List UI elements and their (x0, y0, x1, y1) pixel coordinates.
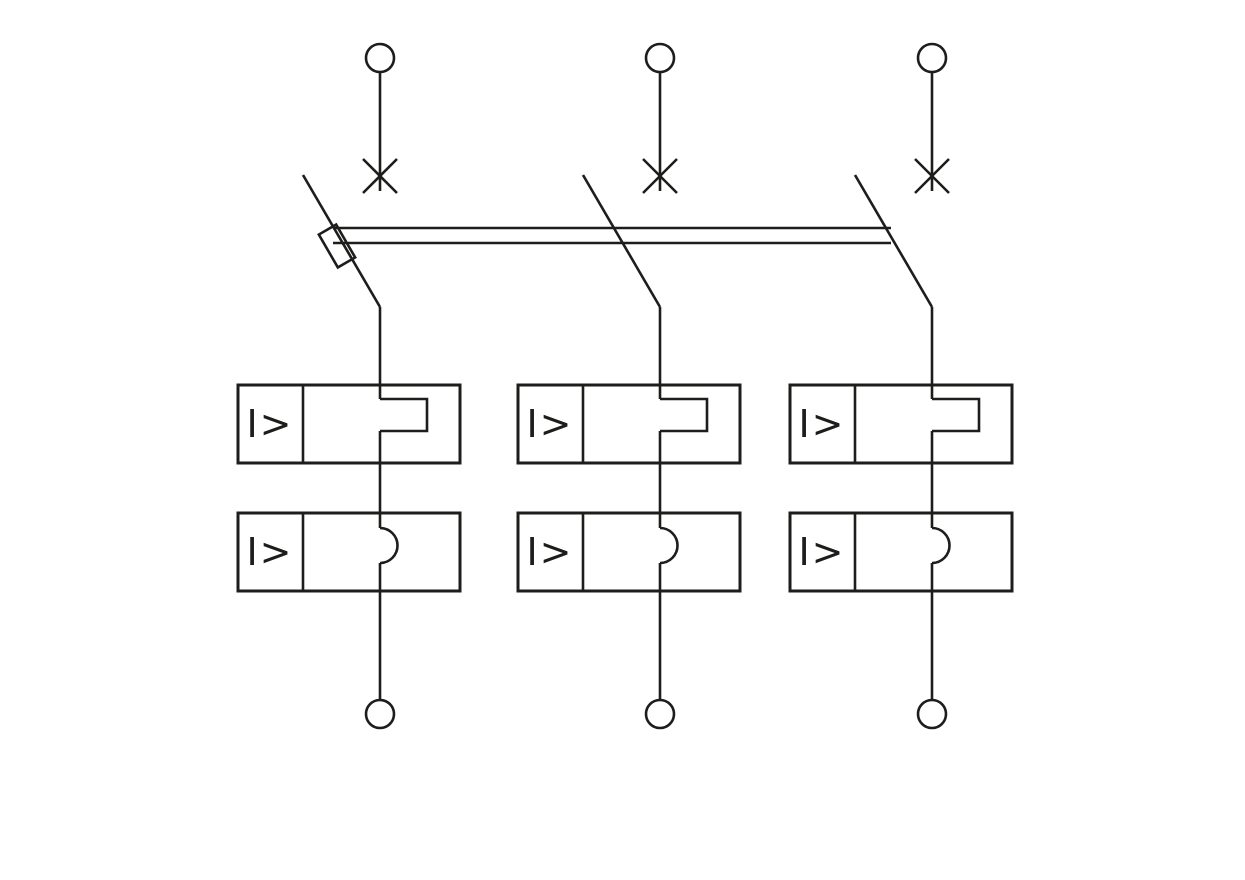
switch-blade (301, 174, 382, 308)
thermal-release-box (516, 383, 742, 465)
magnetic-release-label: I> (526, 530, 573, 574)
thermal-detour (660, 397, 709, 433)
cross-mark-icon (642, 158, 678, 194)
terminal-circle-bottom (364, 698, 396, 730)
cross-mark-icon (362, 158, 398, 194)
cross-mark-icon (914, 158, 950, 194)
magnetic-detour-arc (931, 526, 951, 565)
thermal-detour (932, 397, 981, 433)
magnetic-release-label: I> (798, 530, 845, 574)
terminal-circle-top (916, 42, 948, 74)
thermal-release-box (236, 383, 462, 465)
terminal-circle-top (644, 42, 676, 74)
magnetic-release-label: I> (246, 530, 293, 574)
magnetic-release-box (236, 511, 462, 593)
magnetic-release-box (516, 511, 742, 593)
terminal-circle-bottom (644, 698, 676, 730)
thermal-release-box (788, 383, 1014, 465)
pole-1: I> I> (236, 42, 462, 730)
magnetic-detour-arc (659, 526, 679, 565)
thermal-release-label: I> (526, 402, 573, 446)
thermal-detour (380, 397, 429, 433)
operating-mechanism (317, 222, 357, 270)
operating-mechanism-box (317, 222, 357, 270)
magnetic-detour-arc (379, 526, 399, 565)
switch-blade (581, 174, 662, 308)
thermal-release-label: I> (798, 402, 845, 446)
diagram-strokes: I> I> I> (236, 42, 1014, 730)
terminal-circle-bottom (916, 698, 948, 730)
switch-blade (853, 174, 934, 308)
terminal-circle-top (364, 42, 396, 74)
trip-linkage (317, 222, 891, 270)
thermal-release-label: I> (246, 402, 293, 446)
pole-3: I> I> (788, 42, 1014, 730)
magnetic-release-box (788, 511, 1014, 593)
pole-2: I> I> (516, 42, 742, 730)
